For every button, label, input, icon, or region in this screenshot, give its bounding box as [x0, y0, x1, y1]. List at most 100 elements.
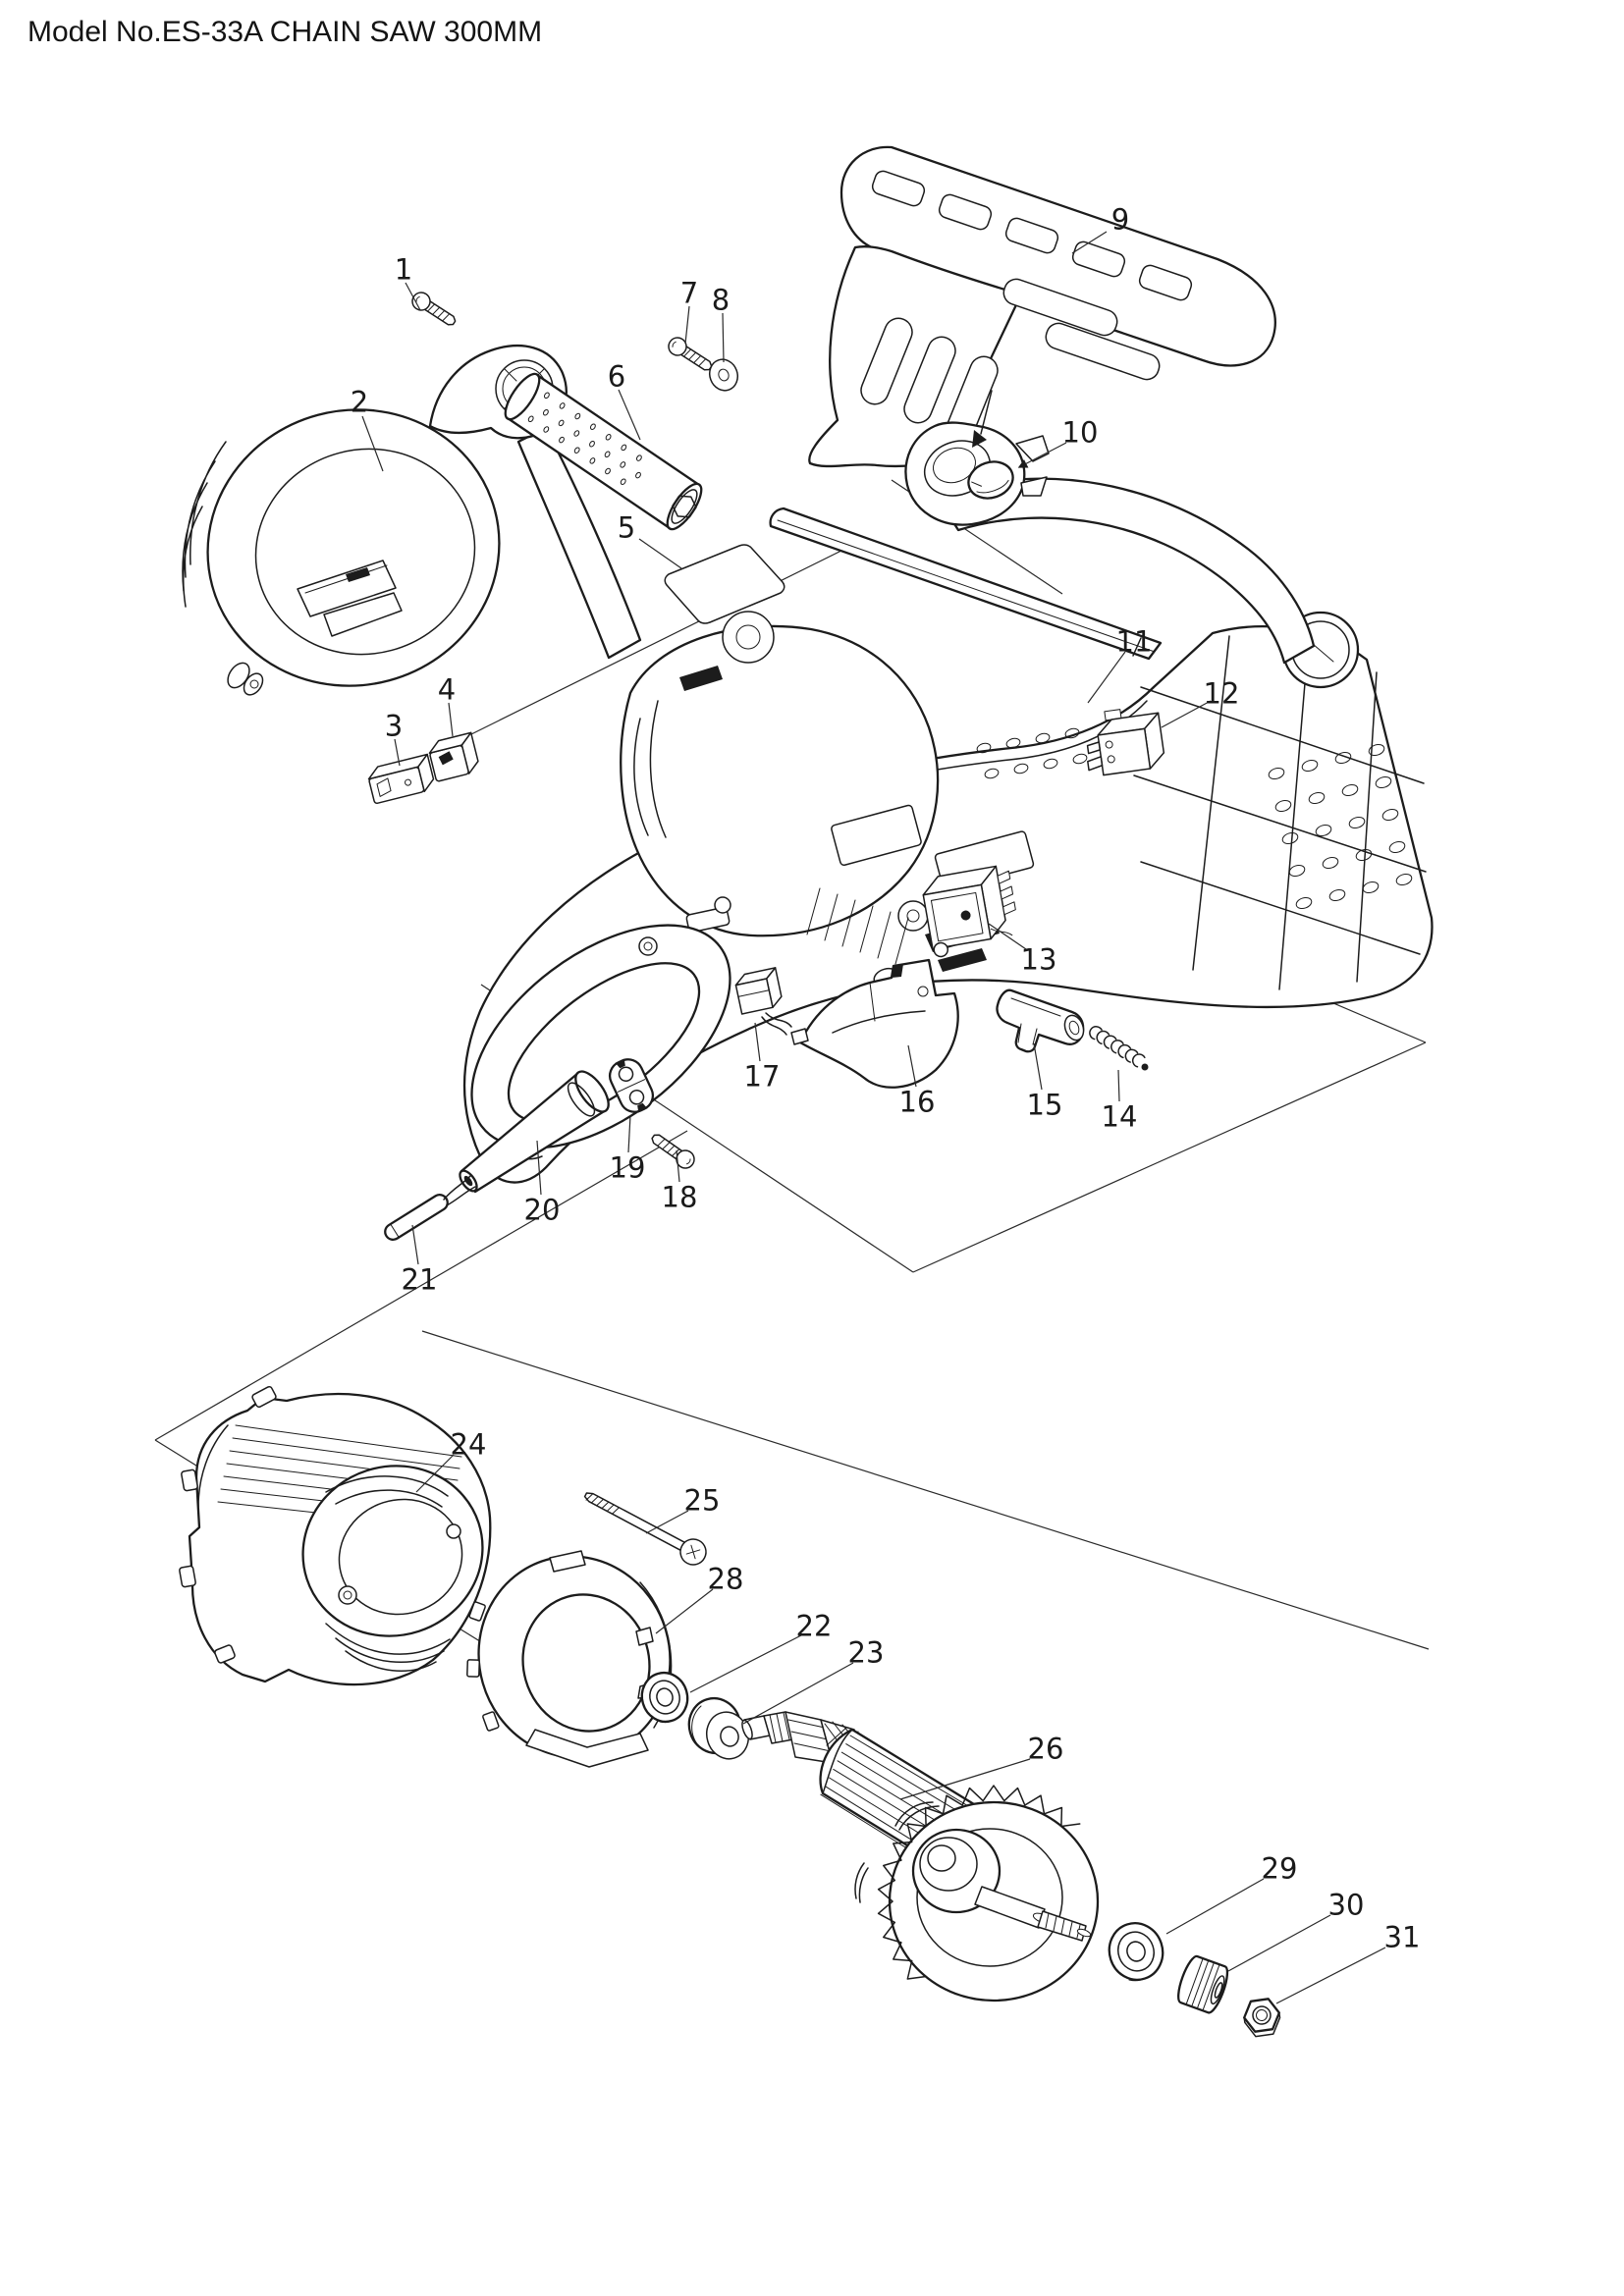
leader-line-28 — [655, 1588, 714, 1634]
part-label-10: 10 — [1062, 415, 1099, 449]
leader-line-10 — [1017, 442, 1067, 468]
part-label-12: 12 — [1204, 676, 1240, 710]
perforation-dots — [527, 392, 642, 485]
page-title: Model No.ES-33A CHAIN SAW 300MM — [27, 16, 543, 48]
part-14-spring — [1089, 1026, 1149, 1071]
part-label-22: 22 — [796, 1609, 833, 1642]
housing-ribs — [806, 887, 909, 965]
part-label-3: 3 — [385, 709, 403, 742]
part-label-1: 1 — [395, 252, 412, 286]
part-label-7: 7 — [680, 276, 698, 309]
part-9-top-handle — [808, 145, 1276, 526]
part-21-power-cord — [384, 1174, 476, 1241]
part-5-name-plate — [664, 544, 785, 624]
leader-line-30 — [1227, 1914, 1331, 1972]
part-label-24: 24 — [451, 1427, 487, 1461]
part-label-11: 11 — [1116, 624, 1153, 658]
part-label-13: 13 — [1021, 942, 1057, 976]
leader-line-25 — [645, 1510, 689, 1534]
leader-line-6 — [618, 389, 641, 441]
part-label-4: 4 — [438, 672, 456, 706]
part-label-19: 19 — [610, 1150, 646, 1184]
leader-line-8 — [722, 312, 725, 363]
part-label-14: 14 — [1102, 1099, 1138, 1133]
part-13-switch-holder — [922, 865, 1016, 958]
part-label-21: 21 — [402, 1262, 438, 1296]
part-label-29: 29 — [1262, 1851, 1298, 1885]
leader-line-21 — [411, 1224, 419, 1265]
phantom-line-4 — [154, 1130, 688, 1441]
part-28-fan-baffle — [466, 1550, 673, 1768]
part-label-18: 18 — [662, 1180, 698, 1213]
phantom-line-6 — [421, 1330, 1430, 1650]
part-23-bearing-retainer — [687, 1696, 749, 1760]
leader-line-4 — [448, 702, 454, 737]
part-11-guide-rail — [769, 507, 1163, 661]
part-22-ball-bearing — [640, 1671, 689, 1724]
part-leaders — [361, 231, 1386, 2004]
leader-line-2 — [361, 415, 384, 472]
leader-line-17 — [754, 1022, 761, 1062]
leader-line-16 — [907, 1044, 917, 1088]
leader-line-31 — [1275, 1947, 1386, 2004]
part-25-long-screw — [583, 1492, 707, 1566]
part-label-8: 8 — [712, 283, 730, 316]
part-label-25: 25 — [684, 1483, 721, 1517]
part-label-6: 6 — [608, 359, 625, 393]
part-19-cord-clip — [608, 1058, 655, 1113]
part-label-9: 9 — [1111, 202, 1129, 236]
part-label-30: 30 — [1328, 1888, 1365, 1921]
part-1-screw — [407, 288, 460, 332]
leader-line-22 — [689, 1634, 802, 1693]
leader-line-24 — [415, 1454, 455, 1493]
leader-line-15 — [1033, 1042, 1043, 1091]
leader-line-29 — [1165, 1878, 1265, 1935]
leader-line-14 — [1117, 1069, 1120, 1102]
part-15-elbow-fitting — [996, 988, 1085, 1053]
leader-line-13 — [988, 923, 1027, 950]
leader-line-9 — [1071, 231, 1108, 254]
part-2-sprocket-guard — [182, 345, 642, 696]
part-16-trigger — [790, 958, 959, 1089]
phantom-line-2 — [912, 1041, 1427, 1273]
part-label-20: 20 — [524, 1193, 561, 1226]
leader-line-3 — [394, 738, 401, 767]
leader-line-19 — [627, 1114, 631, 1153]
part-label-15: 15 — [1027, 1088, 1063, 1121]
part-label-16: 16 — [899, 1085, 936, 1118]
leader-line-11 — [1087, 651, 1126, 704]
part-label-17: 17 — [744, 1059, 781, 1093]
part-31-hex-nut — [1243, 1998, 1281, 2038]
leader-line-23 — [742, 1662, 854, 1725]
leader-line-5 — [638, 538, 682, 569]
leader-line-18 — [676, 1149, 680, 1183]
part-label-31: 31 — [1384, 1920, 1421, 1953]
part-8-washer — [709, 358, 738, 392]
part-29-ball-bearing — [1108, 1922, 1164, 1982]
part-6-foam-sleeve — [504, 372, 703, 531]
leader-line-26 — [899, 1758, 1031, 1800]
part-label-23: 23 — [848, 1635, 885, 1669]
part-26-armature — [741, 1711, 1100, 2002]
part-7-screw — [664, 333, 717, 377]
leader-line-20 — [536, 1140, 542, 1196]
fan-blades — [877, 1785, 1081, 1980]
phantom-line-7 — [470, 542, 858, 735]
part-12-micro-switch — [1086, 709, 1165, 776]
leader-line-1 — [405, 282, 421, 311]
vent-holes — [976, 727, 1413, 910]
part-20-cord-guard — [459, 1070, 610, 1194]
part-18-screw — [647, 1128, 699, 1173]
leader-line-12 — [1161, 700, 1212, 728]
part-10-cap — [967, 460, 1014, 500]
leader-line-7 — [684, 305, 690, 345]
part-label-2: 2 — [351, 385, 368, 418]
part-3-switch-lever — [367, 753, 435, 805]
part-label-28: 28 — [708, 1562, 744, 1595]
part-17-terminal-block — [734, 967, 792, 1036]
part-24-field-stator — [179, 1385, 492, 1686]
part-label-5: 5 — [618, 510, 635, 544]
